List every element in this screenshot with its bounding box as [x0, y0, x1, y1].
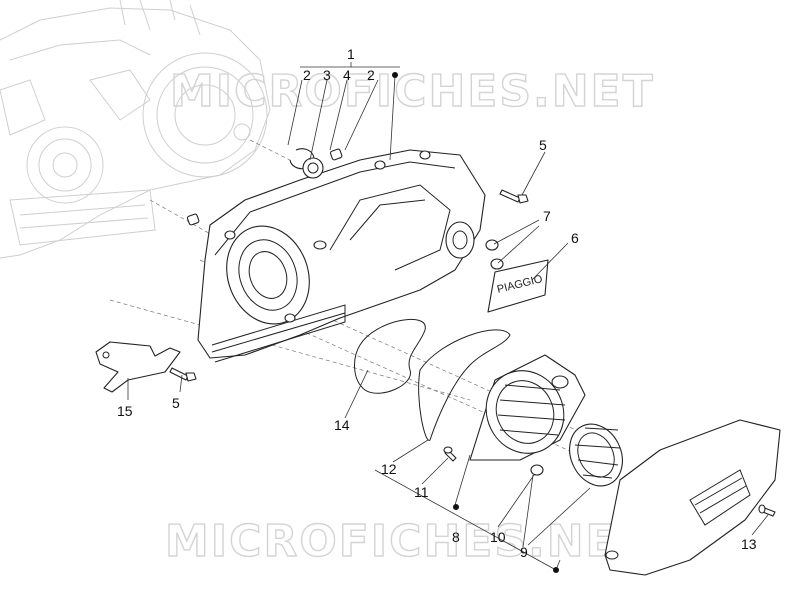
crankcase-cover: [197, 149, 486, 363]
kit-dot-icon-2: [453, 504, 459, 510]
small-hardware: [186, 148, 343, 226]
screw-icon-right: [758, 504, 776, 517]
kit-markers: [392, 72, 559, 573]
watermark-bottom: MICROFICHES.NET: [165, 516, 650, 567]
callout-2b: 2: [367, 67, 375, 83]
engine-ghost-drawing: [0, 0, 271, 259]
kit-dot-icon: [392, 72, 398, 78]
callout-labels: 1 2 3 4 2 5 7 6 15 5 14 12 11 8 10 9 13: [117, 46, 757, 560]
callout-6: 6: [571, 230, 579, 246]
fan-shroud: [469, 354, 586, 461]
dowel-pin-2: [186, 213, 200, 226]
seal-cord: [418, 329, 511, 441]
callout-bracket-bottom: [374, 454, 561, 571]
callout-2a: 2: [303, 67, 311, 83]
callout-11: 11: [414, 484, 429, 500]
screw-icon-small: [443, 446, 457, 462]
callout-3: 3: [323, 67, 331, 83]
kit-dot-icon-3: [553, 567, 559, 573]
callout-bracket-top: [287, 62, 400, 161]
callout-10: 10: [490, 529, 506, 545]
dowel-pin: [329, 148, 343, 161]
callout-1: 1: [347, 46, 355, 62]
mounting-bracket: [95, 341, 181, 393]
leader-lines: [127, 151, 769, 546]
bearing: [302, 157, 324, 179]
callout-4: 4: [343, 67, 351, 83]
callout-5a: 5: [539, 137, 547, 153]
callout-7: 7: [543, 208, 551, 224]
washer: [530, 464, 544, 476]
air-filter: [569, 423, 623, 487]
screw-icon: [499, 189, 529, 204]
rubber-pads: [485, 239, 504, 270]
outer-air-cover: [604, 419, 781, 576]
callout-5b: 5: [172, 395, 180, 411]
watermark-top: MICROFICHES.NET: [170, 66, 655, 117]
gasket: [354, 318, 426, 394]
callout-8: 8: [452, 529, 460, 545]
callout-14: 14: [334, 417, 350, 433]
callout-13: 13: [741, 536, 757, 552]
callout-15: 15: [117, 403, 133, 419]
screw-icon-lower: [169, 367, 197, 382]
piaggio-badge: PIAGGIO: [487, 259, 549, 313]
callout-9: 9: [520, 544, 528, 560]
callout-12: 12: [381, 461, 397, 477]
